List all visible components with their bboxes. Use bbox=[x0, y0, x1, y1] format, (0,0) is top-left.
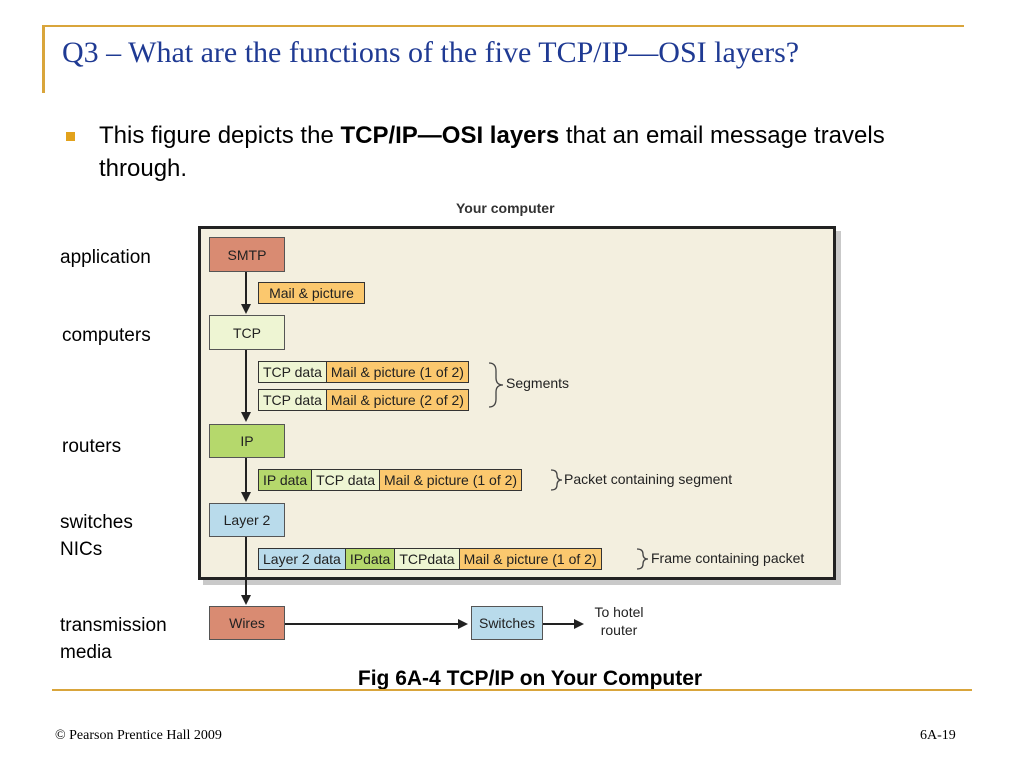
layer2-box: Layer 2 bbox=[209, 503, 285, 537]
diagram-title: Your computer bbox=[456, 200, 555, 216]
segment-2-tcp-data: TCP data bbox=[259, 390, 327, 410]
segment-1: TCP data Mail & picture (1 of 2) bbox=[258, 361, 469, 383]
to-hotel-router-label: To hotel router bbox=[589, 603, 649, 639]
segment-2: TCP data Mail & picture (2 of 2) bbox=[258, 389, 469, 411]
bullet-square-icon bbox=[66, 132, 75, 141]
packet-mail: Mail & picture (1 of 2) bbox=[380, 470, 522, 490]
figure-caption: Fig 6A-4 TCP/IP on Your Computer bbox=[357, 667, 703, 690]
bullet-text-start: This figure depicts the bbox=[99, 122, 341, 149]
slide-title: Q3 – What are the functions of the five … bbox=[62, 36, 800, 69]
switches-box: Switches bbox=[471, 606, 543, 640]
mail-picture-box: Mail & picture bbox=[258, 282, 365, 304]
frame-tcpdata: TCPdata bbox=[395, 549, 460, 569]
frame-brace bbox=[636, 548, 649, 570]
frame-row: Layer 2 data IPdata TCPdata Mail & pictu… bbox=[258, 548, 602, 570]
packet-brace bbox=[550, 469, 563, 491]
label-routers: routers bbox=[62, 436, 122, 457]
segment-1-mail: Mail & picture (1 of 2) bbox=[326, 362, 468, 382]
frame-mail: Mail & picture (1 of 2) bbox=[459, 549, 601, 569]
smtp-box: SMTP bbox=[209, 237, 285, 272]
bullet-text-bold: TCP/IP—OSI layers bbox=[340, 122, 560, 149]
label-media: media bbox=[60, 642, 112, 663]
bullet-text-end: that an email message travels through. bbox=[99, 122, 885, 182]
frame-ipdata: IPdata bbox=[345, 549, 396, 569]
label-computers: computers bbox=[62, 325, 151, 346]
bottom-rule bbox=[52, 689, 972, 691]
to-hotel-line-1: To hotel bbox=[594, 604, 644, 620]
to-hotel-line-2: router bbox=[600, 622, 638, 638]
bullet-text: This figure depicts the TCP/IP—OSI layer… bbox=[99, 119, 969, 185]
label-transmission: transmission bbox=[60, 615, 167, 636]
segments-brace bbox=[488, 362, 504, 408]
frame-label: Frame containing packet bbox=[651, 550, 805, 566]
frame-layer2-data: Layer 2 data bbox=[259, 549, 346, 569]
tcp-box: TCP bbox=[209, 315, 285, 350]
top-frame-line bbox=[42, 25, 964, 27]
packet-ip-data: IP data bbox=[259, 470, 313, 490]
segment-2-mail: Mail & picture (2 of 2) bbox=[326, 390, 468, 410]
footer-copyright: © Pearson Prentice Hall 2009 bbox=[55, 728, 222, 743]
wires-box: Wires bbox=[209, 606, 285, 640]
left-frame-line bbox=[42, 25, 45, 93]
packet-row: IP data TCP data Mail & picture (1 of 2) bbox=[258, 469, 523, 491]
segment-1-tcp-data: TCP data bbox=[259, 362, 327, 382]
segments-label: Segments bbox=[506, 375, 570, 391]
ip-box: IP bbox=[209, 424, 285, 458]
packet-label: Packet containing segment bbox=[564, 471, 733, 487]
packet-tcp-data: TCP data bbox=[312, 470, 381, 490]
label-switches: switches bbox=[60, 512, 133, 533]
label-nics: NICs bbox=[60, 539, 103, 560]
label-application: application bbox=[60, 247, 151, 268]
footer-page-number: 6A-19 bbox=[920, 728, 956, 743]
